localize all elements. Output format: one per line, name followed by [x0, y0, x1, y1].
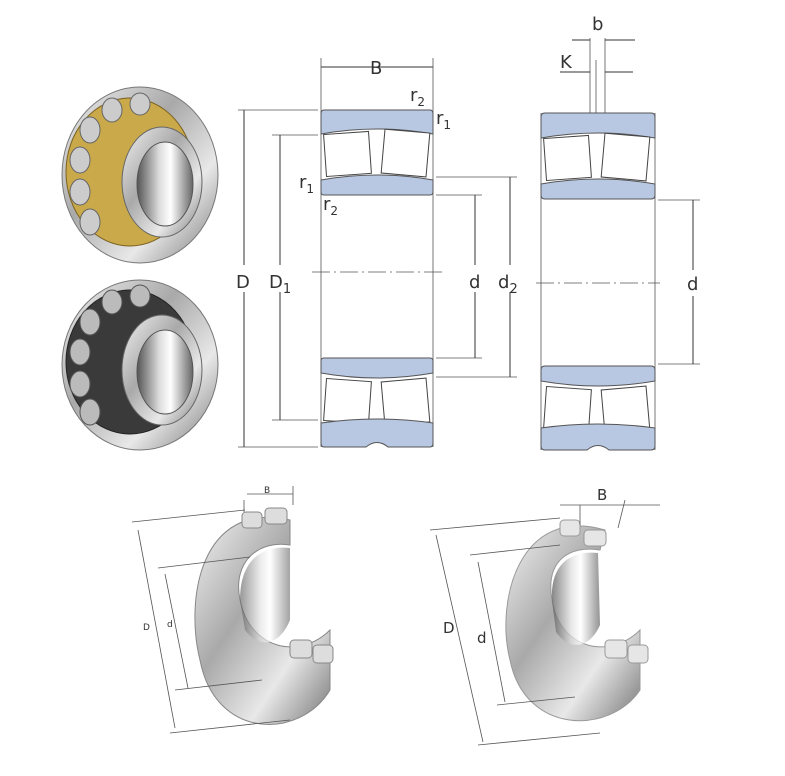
label-d: d [469, 272, 480, 293]
label-B-photo-right: B [597, 486, 607, 504]
lubrication-drawing: K b d [536, 14, 700, 451]
label-B-photo-left: B [264, 486, 270, 496]
label-d-right: d [687, 274, 698, 295]
label-r1-top: r1 [436, 108, 451, 132]
label-D: D [236, 272, 250, 293]
label-D-photo-left: D [143, 623, 150, 633]
label-d-photo-right: d [477, 629, 487, 647]
label-d-photo-left: d [167, 620, 173, 630]
section-drawing: B r2 r1 r1 r2 D D1 d d2 [236, 58, 518, 448]
label-D-photo-right: D [443, 619, 455, 637]
label-r1-left: r1 [299, 172, 314, 196]
bearing-cutaway-right: B D d [429, 486, 660, 746]
label-r2-top: r2 [410, 85, 425, 109]
label-B: B [370, 58, 382, 79]
label-D1: D1 [269, 272, 291, 297]
label-K: K [560, 52, 573, 73]
bearing-photo-steel-cage [61, 279, 219, 451]
label-r2-left: r2 [323, 194, 338, 218]
label-d2: d2 [498, 272, 518, 297]
bearing-photo-brass-cage [61, 86, 219, 264]
label-b: b [592, 14, 603, 35]
bearing-cutaway-left: B D d [131, 486, 334, 734]
